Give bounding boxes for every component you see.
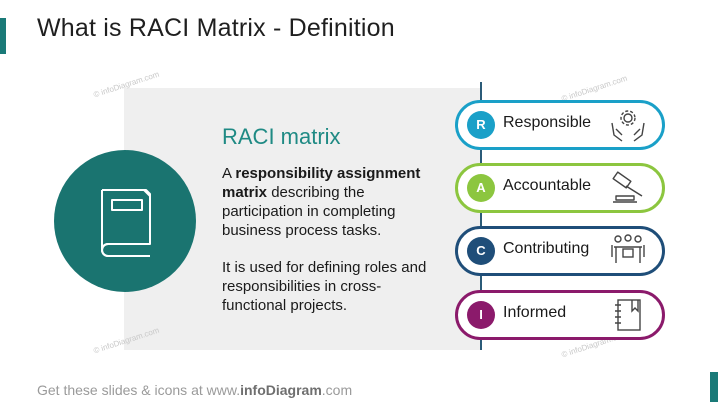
role-letter-badge: R (467, 111, 495, 139)
book-badge (54, 150, 196, 292)
watermark: © infoDiagram.com (560, 73, 629, 104)
purpose-text: It is used for defining roles and respon… (222, 259, 427, 314)
role-letter-badge: I (467, 301, 495, 329)
page-title: What is RACI Matrix - Definition (37, 14, 395, 42)
role-label: Responsible (503, 114, 592, 131)
notebook-icon (615, 299, 641, 331)
hands-gear-icon (611, 110, 645, 142)
footer-credit: Get these slides & icons at www.infoDiag… (37, 382, 353, 398)
role-label: Informed (503, 304, 567, 321)
meeting-icon (611, 234, 645, 263)
book-icon (101, 189, 151, 257)
card-title: RACI matrix (222, 124, 341, 149)
right-accent-bar (710, 372, 718, 402)
role-pill-accountable: A Accountable (455, 163, 665, 213)
left-accent-bar (0, 18, 6, 54)
connector-line (480, 82, 482, 92)
footer-brand: infoDiagram (240, 382, 322, 398)
role-pill-informed: I Informed (455, 290, 665, 340)
gavel-icon (612, 171, 643, 203)
role-label: Contributing (503, 240, 590, 257)
connector-line (480, 88, 482, 350)
role-letter-badge: C (467, 237, 495, 265)
role-pill-responsible: R Responsible (455, 100, 665, 150)
role-label: Accountable (503, 177, 592, 194)
definition-bold-term: responsibility assignment matrix (222, 165, 421, 201)
definition-text: A responsibility assignment matrix descr… (222, 165, 421, 239)
role-pill-contributing: C Contributing (455, 226, 665, 276)
role-letter-badge: A (467, 174, 495, 202)
